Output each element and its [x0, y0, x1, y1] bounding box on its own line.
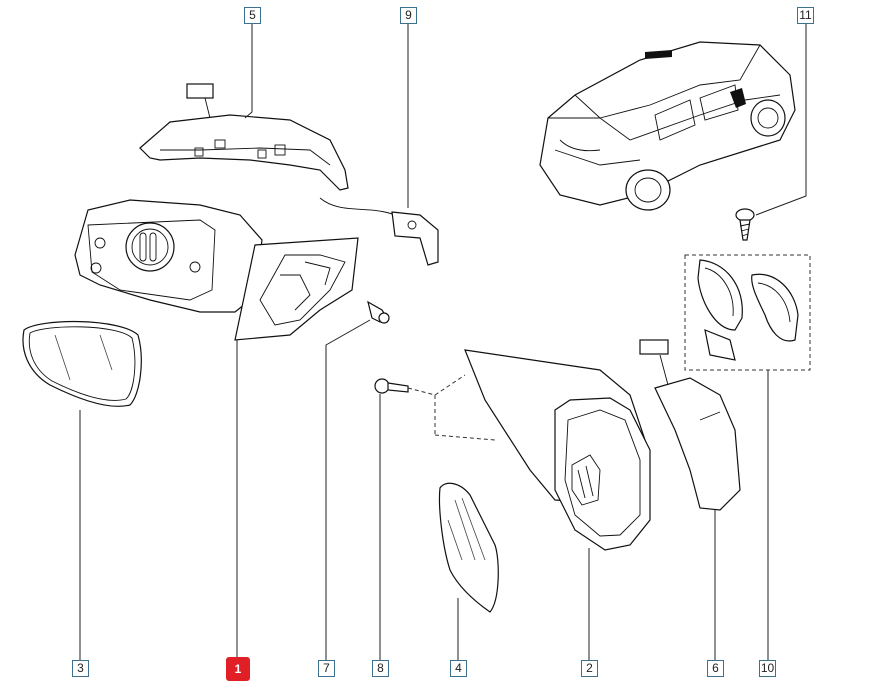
callout-3: 3: [72, 660, 89, 677]
screw-part-7: [367, 300, 390, 324]
sub-assembly-part-10: [684, 254, 811, 371]
indicator-part-6: [639, 339, 741, 511]
callout-7: 7: [318, 660, 335, 677]
callout-11: 11: [797, 7, 814, 24]
callout-9: 9: [400, 7, 417, 24]
callout-4: 4: [450, 660, 467, 677]
callout-5: 5: [244, 7, 261, 24]
callout-10: 10: [759, 660, 776, 677]
mirror-glass-part-3: [22, 321, 142, 407]
screw-part-11: [735, 208, 755, 241]
callout-2: 2: [581, 660, 598, 677]
leader-lines: [79, 24, 807, 660]
sensor-part-9: [319, 197, 439, 266]
glass-part-4: [438, 482, 499, 613]
callout-1-selected[interactable]: 1: [226, 657, 250, 681]
callout-8: 8: [372, 660, 389, 677]
mirror-housing-part-1: [74, 199, 359, 341]
mirror-cover-part-5: [139, 83, 349, 191]
screw-part-8: [374, 378, 409, 394]
callout-6: 6: [707, 660, 724, 677]
mirror-frame-part-2: [407, 349, 651, 551]
car-illustration: [539, 41, 796, 211]
